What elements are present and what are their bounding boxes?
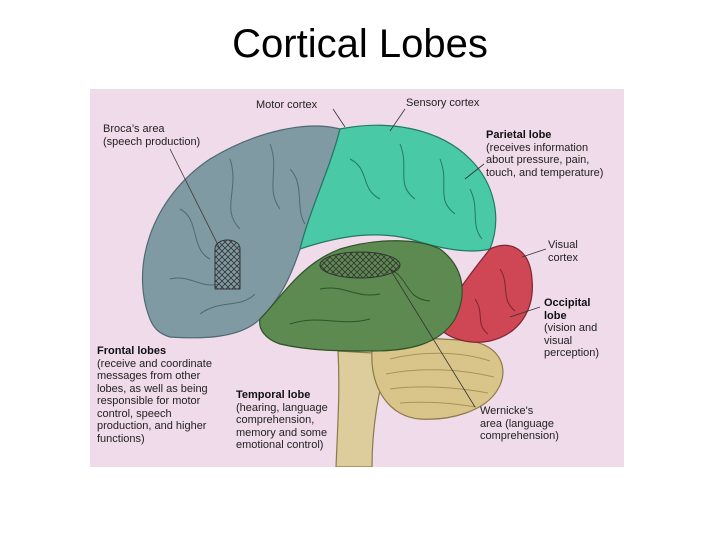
label-occipital-lobe: Occipital lobe (vision and visual percep… bbox=[544, 297, 599, 360]
label-motor-cortex: Motor cortex bbox=[256, 99, 318, 111]
visual-cortex-line1: Visual bbox=[548, 239, 578, 251]
label-sensory-cortex: Sensory cortex bbox=[406, 97, 480, 109]
wernickes-area-hatch bbox=[319, 251, 401, 279]
frontal-lobes-desc-7: functions) bbox=[97, 432, 145, 445]
brocas-area-line1: Broca’s area bbox=[103, 123, 165, 135]
brocas-area-hatch bbox=[214, 239, 241, 290]
parietal-lobe-desc-3: touch, and temperature) bbox=[486, 166, 604, 179]
parietal-lobe-desc-2: about pressure, pain, bbox=[486, 154, 590, 166]
parietal-lobe-name: Parietal lobe bbox=[486, 129, 552, 141]
temporal-lobe bbox=[259, 240, 463, 352]
occipital-lobe-desc-1: (vision and bbox=[544, 322, 598, 334]
brain-diagram-panel: Motor cortex Sensory cortex Broca’s area… bbox=[90, 89, 624, 467]
leader-motor-cortex bbox=[332, 108, 346, 128]
temporal-lobe-name: Temporal lobe bbox=[236, 389, 311, 401]
temporal-lobe-desc-4: emotional control) bbox=[236, 439, 324, 451]
brain-illustration bbox=[141, 108, 547, 467]
wernickes-area-line3: comprehension) bbox=[480, 430, 559, 442]
leader-brocas-area bbox=[169, 148, 221, 250]
label-parietal-lobe: Parietal lobe (receives information abou… bbox=[486, 129, 603, 179]
slide-title: Cortical Lobes bbox=[232, 22, 488, 66]
temporal-lobe-desc-3: memory and some bbox=[236, 426, 328, 439]
frontal-lobes-desc-1: (receive and coordinate bbox=[97, 357, 212, 370]
frontal-lobes-desc-2: messages from other bbox=[97, 370, 201, 382]
label-wernickes-area: Wernicke's area (language comprehension) bbox=[480, 405, 559, 443]
frontal-lobes-desc-4: responsible for motor bbox=[97, 395, 201, 407]
leader-parietal-lobe bbox=[464, 163, 485, 180]
occipital-lobe-desc-3: perception) bbox=[544, 347, 600, 359]
leader-visual-cortex bbox=[521, 248, 547, 258]
leader-sensory-cortex bbox=[389, 108, 406, 132]
label-frontal-lobes: Frontal lobes (receive and coordinate me… bbox=[97, 345, 212, 445]
leader-occipital-lobe bbox=[509, 306, 541, 318]
frontal-lobes-desc-5: control, speech bbox=[97, 407, 172, 420]
frontal-lobes-name: Frontal lobes bbox=[97, 345, 167, 357]
visual-cortex-line2: cortex bbox=[548, 251, 578, 264]
occipital-lobe-name1: Occipital bbox=[544, 297, 591, 309]
label-temporal-lobe: Temporal lobe (hearing, language compreh… bbox=[236, 389, 328, 452]
frontal-lobes-desc-6: production, and higher bbox=[97, 420, 207, 432]
label-brocas-area: Broca’s area (speech production) bbox=[103, 123, 200, 148]
wernickes-area-line2: area (language bbox=[480, 417, 555, 430]
parietal-lobe-desc-1: (receives information bbox=[486, 141, 589, 154]
parietal-lobe bbox=[299, 124, 497, 252]
occipital-lobe-name2: lobe bbox=[544, 309, 567, 322]
temporal-lobe-desc-2: comprehension, bbox=[236, 414, 315, 426]
frontal-lobes-desc-3: lobes, as well as being bbox=[97, 382, 208, 395]
occipital-lobe-desc-2: visual bbox=[544, 334, 573, 347]
leader-wernickes-area bbox=[389, 268, 476, 408]
label-visual-cortex: Visual cortex bbox=[548, 239, 578, 264]
temporal-lobe-desc-1: (hearing, language bbox=[236, 401, 328, 414]
brocas-area-line2: (speech production) bbox=[103, 135, 201, 148]
wernickes-area-line1: Wernicke's bbox=[480, 405, 534, 417]
